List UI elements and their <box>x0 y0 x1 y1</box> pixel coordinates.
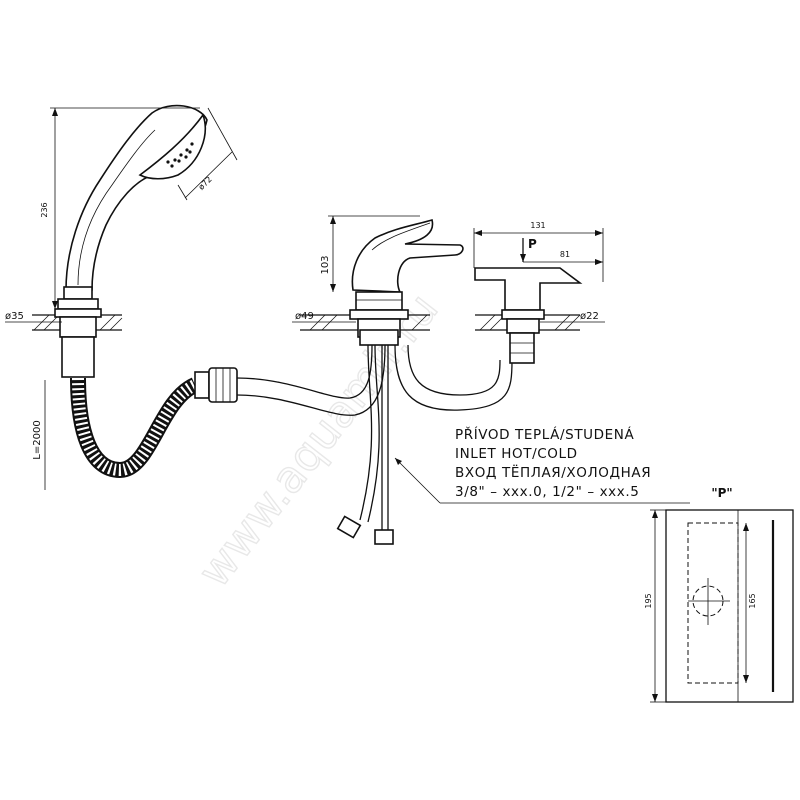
connecting-pipes <box>236 344 513 545</box>
dim-o72: ø72 <box>197 175 214 192</box>
inlet-line-4: 3/8" – xxx.0, 1/2" – xxx.5 <box>455 484 639 500</box>
dim-131: 131 <box>530 221 545 230</box>
dim-81: 81 <box>560 250 570 259</box>
dim-l2000: L=2000 <box>32 420 43 459</box>
view-p-title: "P" <box>711 486 732 500</box>
inlet-line-3: ВХОД ТЁПЛАЯ/ХОЛОДНАЯ <box>455 463 651 481</box>
spiral-hose <box>70 367 238 479</box>
inlet-line-2: INLET HOT/COLD <box>455 446 578 462</box>
basin-mixer: 103 ø49 <box>292 215 464 346</box>
diverter-lever: 131 P 81 ø22 <box>473 221 605 364</box>
hand-shower: 236 ø72 ø35 L=2000 <box>5 104 238 490</box>
inlet-line-1: PŘÍVOD TEPLÁ/STUDENÁ <box>455 426 634 443</box>
label-p: P <box>528 237 537 251</box>
dim-o49: ø49 <box>295 311 314 322</box>
dim-103: 103 <box>320 255 331 274</box>
dim-o35: ø35 <box>5 311 24 322</box>
dim-195: 195 <box>644 593 653 608</box>
dim-165: 165 <box>748 593 757 608</box>
dim-o22: ø22 <box>580 311 599 322</box>
view-p: "P" 195 165 <box>644 486 794 703</box>
watermark: www.aquamir.ru <box>188 284 448 597</box>
inlet-note: PŘÍVOD TEPLÁ/STUDENÁ INLET HOT/COLD ВХОД… <box>394 426 690 504</box>
dim-236: 236 <box>40 202 49 217</box>
